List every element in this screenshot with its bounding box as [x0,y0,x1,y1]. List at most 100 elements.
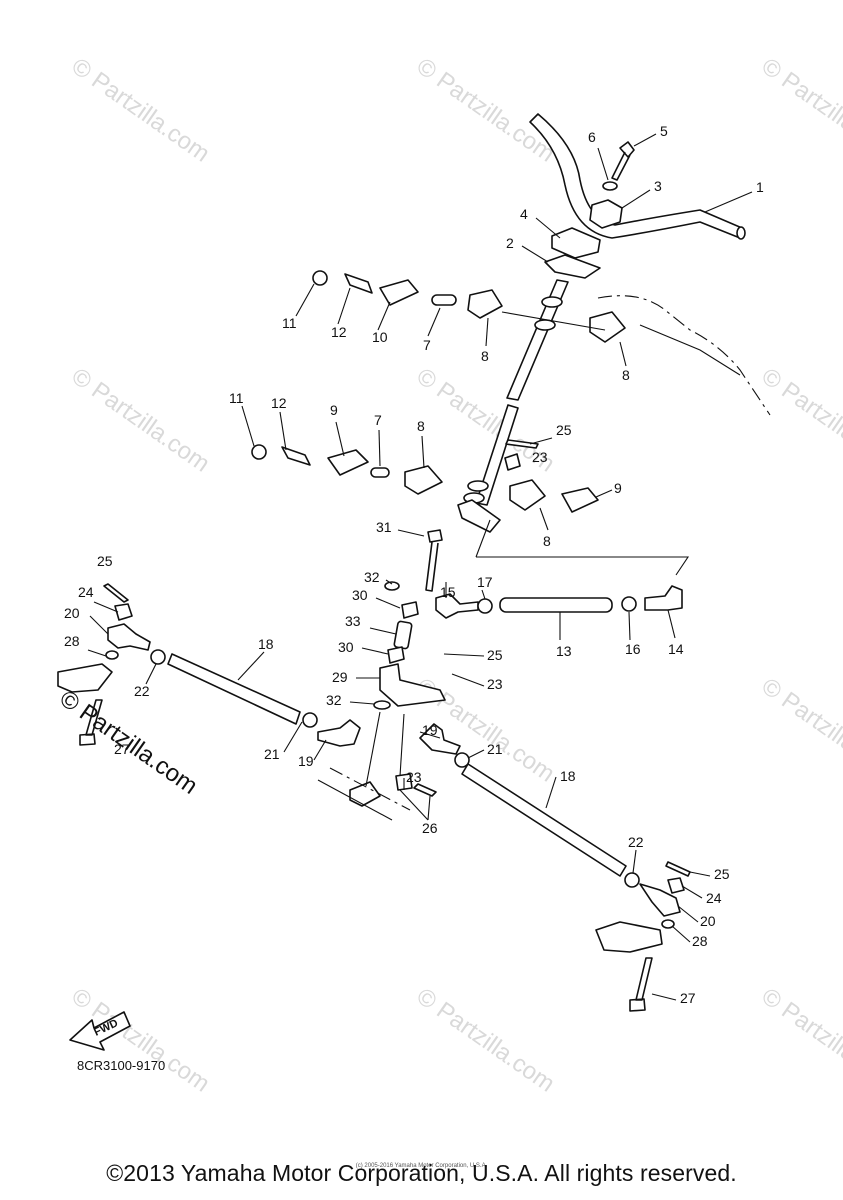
steering-bushing [509,479,546,511]
bolt [629,957,653,1012]
bushing-cover [561,487,599,513]
callout-label: 21 [487,741,503,757]
tie-rod-end [317,719,361,747]
callout-label: 8 [622,367,630,383]
leader-line [399,713,405,777]
washer [373,700,391,710]
cotter-pin [505,439,539,449]
lock-washer [281,446,311,466]
callout-label: 7 [423,337,431,353]
leader-line [476,556,690,576]
callout-label: 8 [543,533,551,549]
callout-label: 8 [417,418,425,434]
diagram-code: 8CR3100-9170 [77,1058,166,1073]
callout-label: 25 [714,866,730,882]
bolt [611,141,635,181]
callout-label: 9 [614,480,622,496]
tie-rod [167,653,301,725]
callout-label: 15 [440,584,456,600]
lock-nut [302,712,318,728]
callout-label: 27 [114,741,130,757]
column-collar [467,480,489,492]
handlebar [529,113,743,239]
cotter-pin [413,783,437,797]
frame-outline [317,779,393,821]
callout-leaders [87,133,753,1001]
callout-label: 25 [97,553,113,569]
steering-bushing [467,289,503,319]
leader-line [365,711,381,787]
column-collar [541,296,563,308]
bushing-cover [327,449,369,476]
leader-line [501,311,606,331]
callout-label: 33 [345,613,361,629]
callout-label: 10 [372,329,388,345]
steering-support [349,781,381,807]
callout-label: 32 [364,569,380,585]
collar [401,601,419,619]
watermark-text: © Partzilla.com [757,53,843,168]
lower-handlebar-holder [551,227,601,259]
watermark-text: © Partzilla.com [412,983,560,1098]
tie-rod-end [644,585,683,611]
watermark-text: © Partzilla.com [757,983,843,1098]
lock-nut [150,649,166,665]
callout-label: 16 [625,641,641,657]
watermark-text: © Partzilla.com [757,363,843,478]
callout-label: 12 [271,395,287,411]
callout-label: 25 [487,647,503,663]
nut [477,598,493,614]
steering-column-upper [506,279,569,401]
callout-label: 29 [332,669,348,685]
callout-label: 23 [532,449,548,465]
callout-label: 20 [64,605,80,621]
bolt [425,529,443,592]
washer [602,181,618,191]
callout-label: 11 [229,390,244,406]
callout-label: 25 [556,422,572,438]
washer [661,919,675,929]
lock-nut [621,596,637,612]
callout-label: 26 [422,820,438,836]
nut [114,603,133,621]
knuckle-arm [595,921,663,953]
callout-label: 14 [668,641,684,657]
callout-label: 19 [298,753,314,769]
callout-label: 27 [680,990,696,1006]
steering-column-lower [475,404,519,506]
washer [384,581,400,591]
frame-outline [329,767,411,811]
tie-rod-end [435,593,479,619]
callout-label: 13 [556,643,572,659]
handlebar-end [736,226,746,240]
copyright-notice: ©2013 Yamaha Motor Corporation, U.S.A. A… [106,1160,737,1186]
lock-nut [454,752,470,768]
watermark-text: © Partzilla.com [757,673,843,788]
collar [370,467,390,478]
watermark-text: © Partzilla.com [67,53,215,168]
relay-arm [379,663,446,707]
callout-label: 11 [282,315,297,331]
callout-label: 9 [330,402,338,418]
watermark-layer: © Partzilla.com © Partzilla.com © Partzi… [67,53,843,1098]
leader-line [475,519,491,558]
callout-label: 5 [660,123,668,139]
callout-label: 32 [326,692,342,708]
callout-label: 2 [506,235,514,251]
column-collar [534,319,556,331]
callout-label: 19 [422,722,438,738]
callout-layer: 1 2 3 4 5 6 7 7 8 8 8 8 9 9 10 11 11 12 … [64,123,764,1006]
nut [312,270,328,286]
lock-washer [344,273,373,294]
callout-label: 22 [134,683,150,699]
callout-label: 8 [481,348,489,364]
callout-label: 7 [374,412,382,428]
callout-label: 22 [628,834,644,850]
bolt [79,699,103,746]
callout-label: 23 [406,769,422,785]
washer [105,650,119,660]
callout-label: 3 [654,178,662,194]
bushing-cover [379,279,419,306]
pitman-arm [457,499,501,533]
